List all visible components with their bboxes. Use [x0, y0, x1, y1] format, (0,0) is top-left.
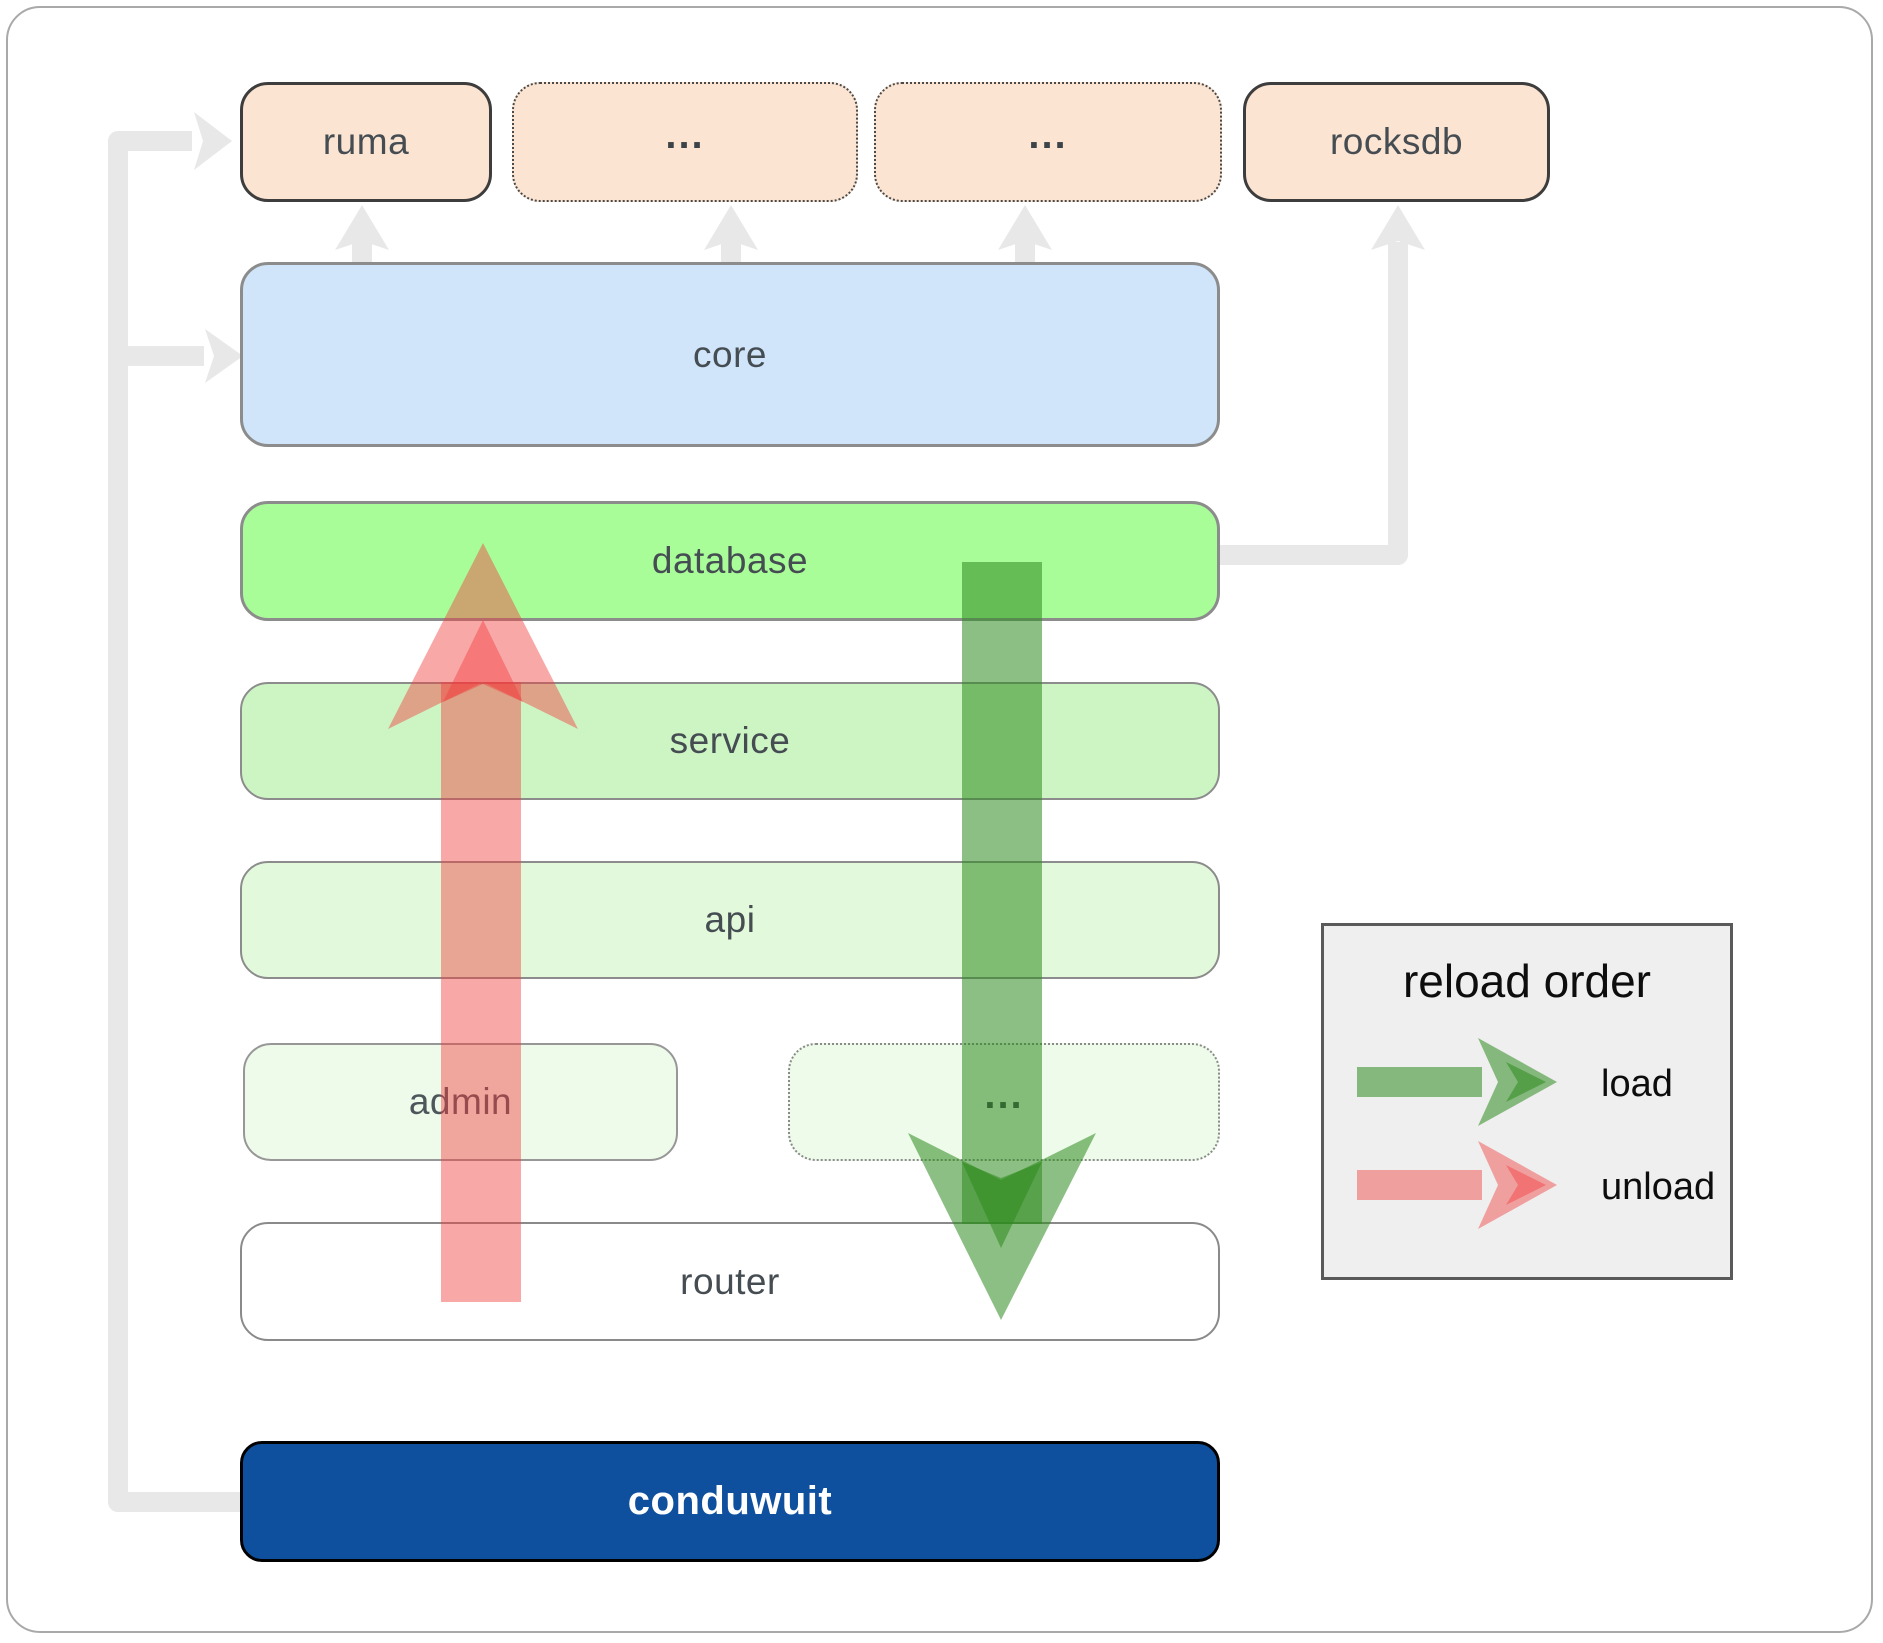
diagram-outer-border — [6, 6, 1873, 1633]
box-core: core — [240, 262, 1220, 447]
box-database-label: database — [651, 540, 809, 581]
legend-load-label: load — [1601, 1063, 1673, 1105]
box-database: database — [240, 501, 1220, 621]
legend-title: reload order — [1402, 955, 1652, 1007]
box-service: service — [240, 682, 1220, 800]
box-router: router — [240, 1222, 1220, 1341]
arrowhead-up-rocksdb-icon — [1371, 205, 1425, 250]
legend-reload-order: reload order load unload — [1321, 923, 1733, 1280]
legend-unload-label: unload — [1601, 1166, 1716, 1208]
box-api: api — [240, 861, 1220, 979]
box-api-label: api — [704, 899, 756, 940]
box-admin-label: admin — [408, 1081, 513, 1122]
box-router-label: router — [680, 1260, 780, 1302]
box-conduwuit-label: conduwuit — [627, 1479, 833, 1523]
legend-load-arrow-icon — [1357, 1038, 1557, 1126]
arrowhead-up-dots2-icon — [998, 205, 1052, 250]
box-ruma: ruma — [240, 82, 492, 202]
box-rocksdb: rocksdb — [1243, 82, 1550, 202]
box-dots2: ... — [874, 82, 1222, 202]
box-conduwuit: conduwuit — [240, 1441, 1220, 1562]
arrowhead-up-ruma-icon — [335, 205, 389, 250]
box-dots2-label: ... — [1028, 112, 1068, 157]
box-core-label: core — [693, 333, 767, 375]
box-rocksdb-label: rocksdb — [1329, 121, 1464, 162]
arrowhead-into-core-icon — [205, 329, 243, 383]
box-admin: admin — [243, 1043, 678, 1161]
box-dots1: ... — [512, 82, 858, 202]
arrowhead-into-ruma-icon — [194, 112, 232, 170]
legend-unload-arrow-icon — [1357, 1141, 1557, 1229]
conduwuit-to-ruma-connector — [108, 131, 240, 1512]
load-arrow-icon — [908, 562, 1096, 1320]
database-to-rocksdb-connector — [1220, 242, 1408, 565]
box-dots1-label: ... — [665, 112, 705, 157]
unload-arrow-icon — [388, 543, 578, 1302]
arrowhead-up-dots1-icon — [704, 205, 758, 250]
box-ruma-label: ruma — [322, 121, 410, 162]
box-service-label: service — [669, 720, 791, 761]
